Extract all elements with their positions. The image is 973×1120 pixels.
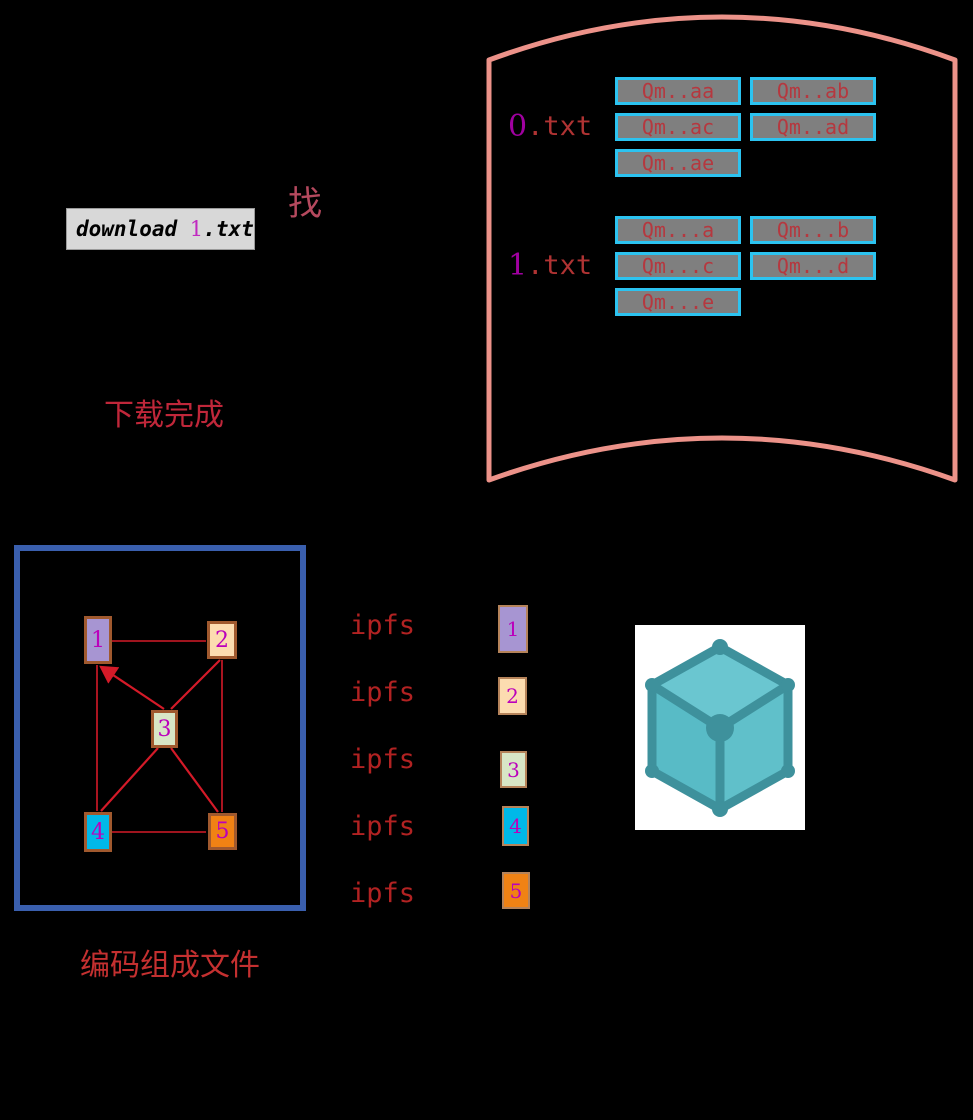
- chunk-block-1: 1: [498, 605, 528, 653]
- command-file-digit: 1: [189, 217, 204, 241]
- chunk-block-5: 5: [502, 872, 530, 909]
- hash-chip: Qm..ad: [750, 113, 876, 141]
- ipfs-command-row-4: ipfs: [350, 811, 416, 842]
- hash-chip: Qm...b: [750, 216, 876, 244]
- chunk-block-3: 3: [500, 751, 527, 788]
- cube-icon: [645, 639, 795, 817]
- encode-annotation: 编码组成文件: [80, 948, 260, 983]
- graph-node-1: 1: [84, 616, 112, 664]
- hash-registry-panel: [486, 14, 958, 483]
- hash-chip: Qm..aa: [615, 77, 741, 105]
- hash-registry-outline: [486, 14, 958, 483]
- hash-chip: Qm...d: [750, 252, 876, 280]
- file-digit: 1: [508, 247, 528, 283]
- hash-chip: Qm...c: [615, 252, 741, 280]
- chunk-graph-panel: [14, 545, 306, 911]
- file-entry-label-0: 0.txt: [508, 108, 592, 144]
- hash-chip: Qm..ab: [750, 77, 876, 105]
- chunk-block-2: 2: [498, 677, 527, 715]
- ipfs-command-row-1: ipfs: [350, 610, 416, 641]
- file-entry-label-1: 1.txt: [508, 247, 592, 283]
- command-keyword: download: [76, 217, 190, 241]
- hash-chip: Qm..ae: [615, 149, 741, 177]
- ipfs-command-row-2: ipfs: [350, 677, 416, 708]
- command-file-ext: .txt: [203, 217, 254, 241]
- hash-chip: Qm...e: [615, 288, 741, 316]
- hash-chip: Qm...a: [615, 216, 741, 244]
- ipfs-cube-logo: [635, 625, 805, 830]
- find-annotation: 找: [288, 184, 322, 224]
- ipfs-command-row-3: ipfs: [350, 744, 416, 775]
- graph-node-5: 5: [208, 813, 237, 850]
- graph-node-4: 4: [84, 812, 112, 852]
- graph-node-2: 2: [207, 621, 237, 659]
- ipfs-command-row-5: ipfs: [350, 878, 416, 909]
- chunk-block-4: 4: [502, 806, 529, 846]
- graph-node-3: 3: [151, 710, 178, 748]
- download-command-box: download 1.txt: [66, 208, 255, 250]
- file-digit: 0: [508, 108, 528, 144]
- download-done-annotation: 下载完成: [104, 398, 224, 433]
- file-ext: .txt: [527, 249, 593, 281]
- file-ext: .txt: [527, 110, 593, 142]
- hash-chip: Qm..ac: [615, 113, 741, 141]
